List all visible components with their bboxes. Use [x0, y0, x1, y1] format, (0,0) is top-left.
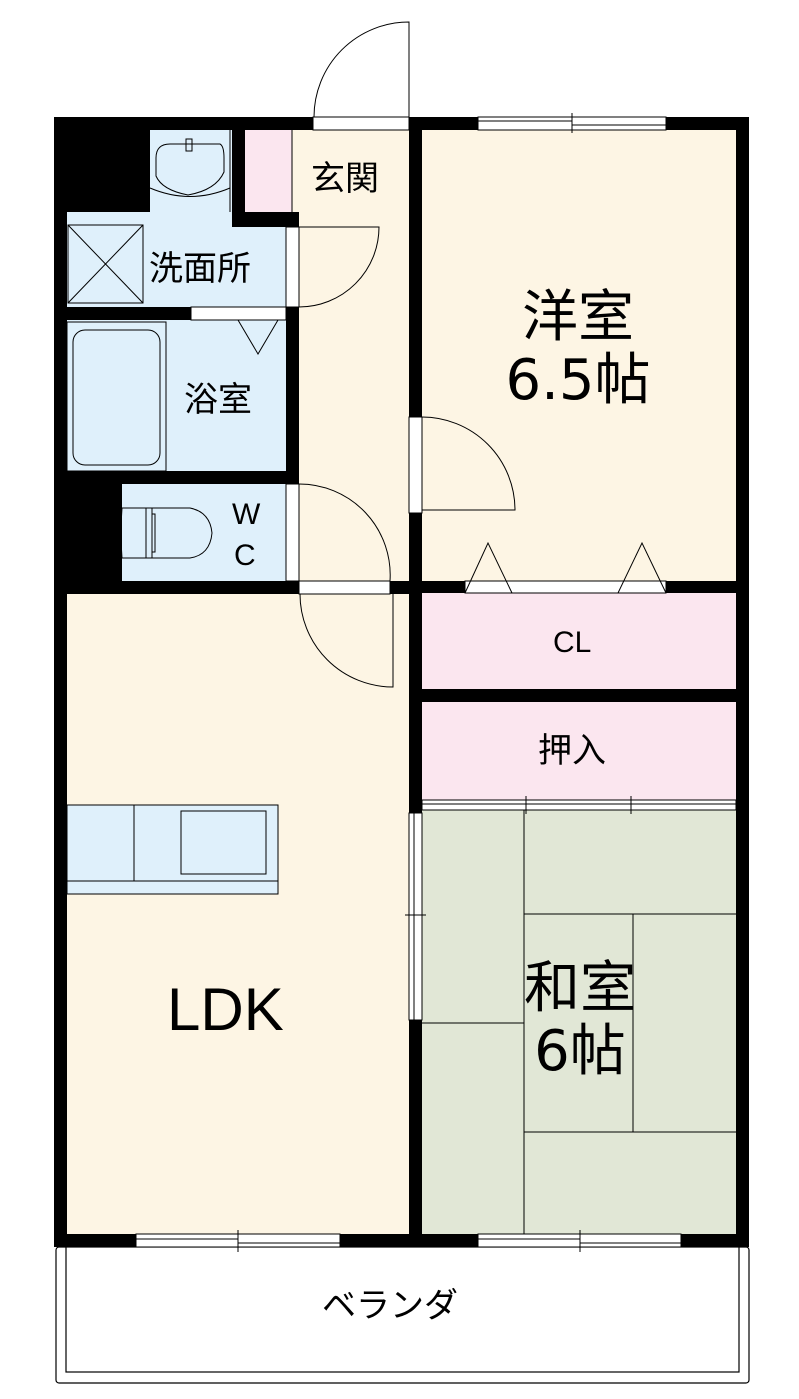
bedroom-door: [421, 416, 516, 511]
bathtub-icon: [72, 329, 161, 466]
closet-folding-doors: [464, 541, 667, 594]
entrance-door: [313, 21, 410, 118]
washroom-door: [298, 226, 380, 308]
ldk-door: [299, 593, 394, 688]
room-label-yoshitsu: 洋室 6.5帖: [503, 285, 653, 413]
yoshitsu-name: 洋室: [522, 285, 634, 350]
room-label-washitsu: 和室 6帖: [505, 956, 655, 1084]
sink-icon: [155, 143, 225, 196]
washitsu-name: 和室: [524, 956, 636, 1021]
kitchen-sink-icon: [180, 810, 267, 875]
bath-folding-door: [237, 319, 279, 355]
room-label-closet: CL: [553, 626, 592, 659]
tatami-mats: [422, 810, 736, 1234]
room-label-wc-line1: W: [232, 498, 261, 531]
room-label-wc-line2: C: [234, 539, 256, 572]
room-label-senmenjo: 洗面所: [149, 249, 251, 289]
room-label-yokushitsu: 浴室: [184, 380, 252, 420]
room-label-oshiire: 押入: [538, 731, 606, 771]
openings: [135, 21, 737, 1252]
washitsu-size: 6帖: [534, 1018, 626, 1084]
room-label-genkan: 玄関: [311, 159, 379, 199]
veranda-area: [55, 1246, 750, 1384]
wc-door: [298, 483, 391, 582]
fixtures: [66, 130, 736, 1234]
washing-machine-pan-icon: [67, 224, 144, 304]
room-label-ldk: LDK: [167, 976, 284, 1043]
yoshitsu-size: 6.5帖: [505, 347, 651, 413]
room-label-veranda: ベランダ: [322, 1286, 458, 1326]
walls: [54, 117, 749, 1247]
